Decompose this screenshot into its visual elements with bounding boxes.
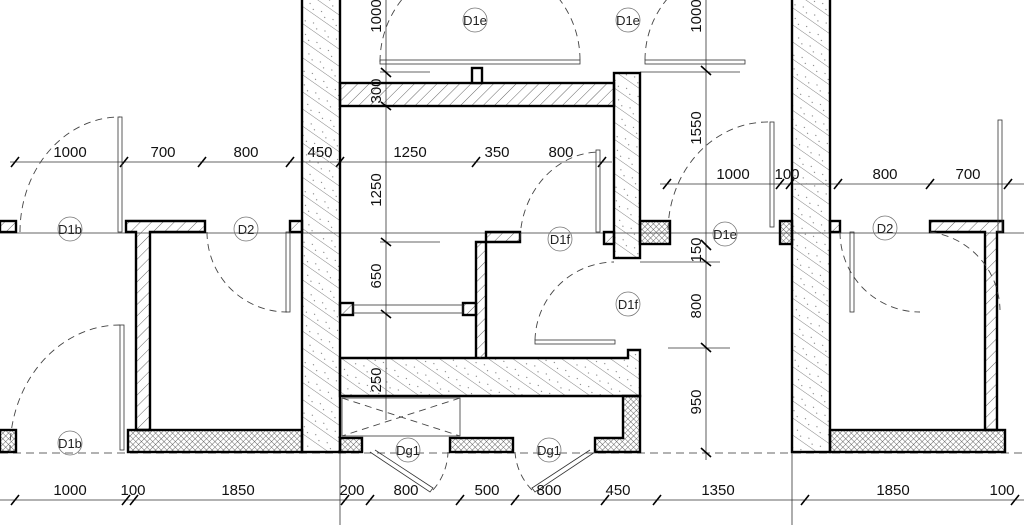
dim-text: 1000 <box>53 144 86 161</box>
dim-text: 1350 <box>701 482 734 499</box>
dim-text: 100 <box>120 482 145 499</box>
door-tag: Dg1 <box>395 437 421 463</box>
dim-text: 1000 <box>716 166 749 183</box>
svg-text:D1b: D1b <box>58 436 82 451</box>
dim-text: 350 <box>484 144 509 161</box>
svg-text:D2: D2 <box>238 222 255 237</box>
svg-text:D2: D2 <box>877 221 894 236</box>
dim-text: 950 <box>688 389 705 414</box>
dim-text: 1550 <box>688 111 705 144</box>
dimension-texts: 1000 700 800 450 1250 350 800 1000 100 8… <box>53 0 1014 499</box>
door-tag: D2 <box>872 215 898 241</box>
dim-text: 800 <box>872 166 897 183</box>
svg-text:D1f: D1f <box>618 297 639 312</box>
svg-text:D1e: D1e <box>616 13 640 28</box>
dim-text: 800 <box>393 482 418 499</box>
dim-text: 1250 <box>368 173 385 206</box>
concrete-wall-right <box>790 0 832 454</box>
dim-text: 1000 <box>368 0 385 33</box>
svg-text:D1e: D1e <box>463 13 487 28</box>
dim-text: 1850 <box>876 482 909 499</box>
door-tag: D1e <box>462 7 488 33</box>
door-tag: D1f <box>547 226 573 252</box>
dim-text: 300 <box>368 78 385 103</box>
svg-text:D1b: D1b <box>58 222 82 237</box>
dim-text: 1000 <box>53 482 86 499</box>
dim-text: 100 <box>774 166 799 183</box>
door-tag: D1b <box>57 430 83 456</box>
dim-text: 500 <box>474 482 499 499</box>
door-tag: D1f <box>615 291 641 317</box>
dim-text: 1850 <box>221 482 254 499</box>
dim-text: 450 <box>605 482 630 499</box>
dim-text: 150 <box>688 237 705 262</box>
walls <box>0 0 1007 454</box>
svg-text:Dg1: Dg1 <box>537 443 561 458</box>
dim-text: 100 <box>989 482 1014 499</box>
dim-text: 1250 <box>393 144 426 161</box>
svg-text:D1f: D1f <box>550 232 571 247</box>
dim-text: 800 <box>548 144 573 161</box>
door-tag: D2 <box>233 216 259 242</box>
dim-text: 800 <box>688 293 705 318</box>
door-tag: D1b <box>57 216 83 242</box>
concrete-wall-left <box>300 0 342 454</box>
door-tags: D1e D1e D1b D2 D1f D1e D2 D1f D1b Dg1 Dg… <box>57 7 898 463</box>
dim-text: 450 <box>307 144 332 161</box>
dim-text: 250 <box>368 367 385 392</box>
dim-text: 200 <box>339 482 364 499</box>
dim-text: 800 <box>536 482 561 499</box>
svg-text:D1e: D1e <box>713 227 737 242</box>
door-tag: D1e <box>615 7 641 33</box>
door-tag: Dg1 <box>536 437 562 463</box>
dim-text: 800 <box>233 144 258 161</box>
dim-text: 700 <box>955 166 980 183</box>
svg-text:Dg1: Dg1 <box>396 443 420 458</box>
dim-text: 650 <box>368 263 385 288</box>
door-swings <box>9 0 1003 493</box>
dim-text: 700 <box>150 144 175 161</box>
concrete-column <box>612 71 642 260</box>
door-tag: D1e <box>712 221 738 247</box>
dim-text: 1000 <box>688 0 705 33</box>
